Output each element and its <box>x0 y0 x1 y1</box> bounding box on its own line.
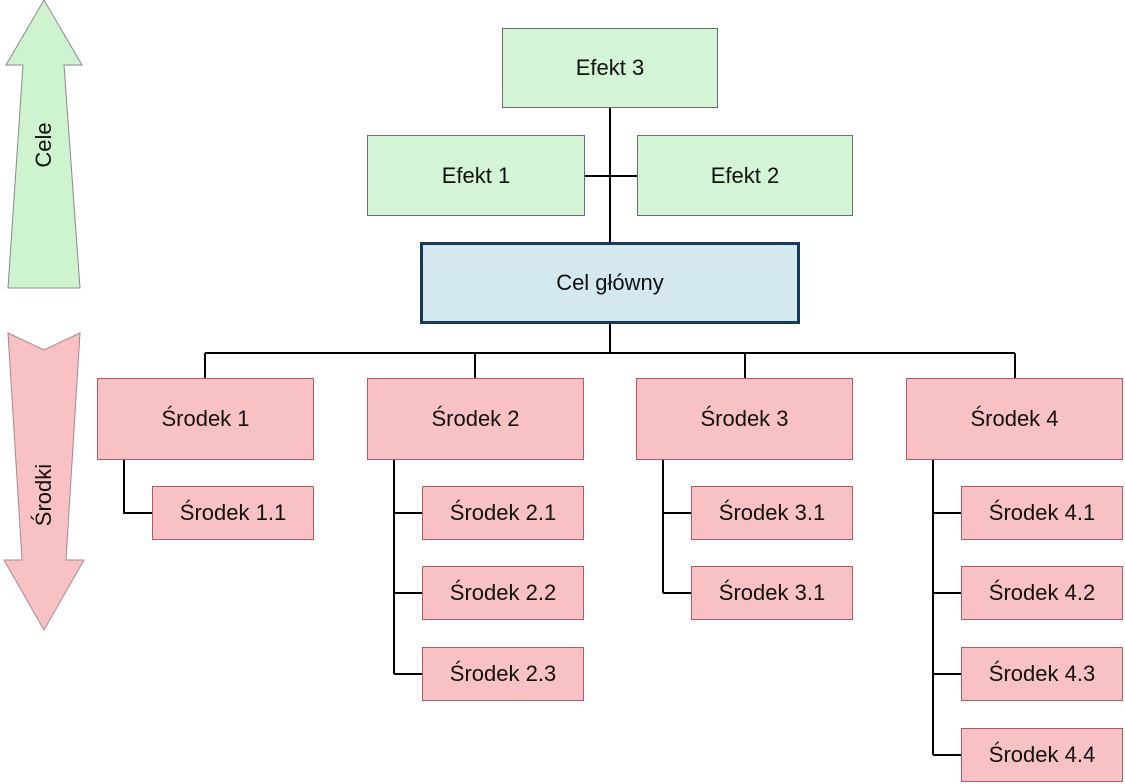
means-4-3-box: Środek 4.3 <box>961 647 1123 701</box>
means-down-arrow <box>3 332 85 632</box>
connector-means-1-children <box>123 460 152 514</box>
effect-2-box: Efekt 2 <box>637 135 853 216</box>
means-arrow-label: Środki <box>31 463 56 527</box>
means-3-2-box: Środek 3.1 <box>691 566 853 620</box>
means-2-2-box: Środek 2.2 <box>422 566 584 620</box>
main-goal-box: Cel główny <box>420 242 800 324</box>
means-1-1-box: Środek 1.1 <box>152 486 314 540</box>
goals-up-arrow <box>5 0 83 289</box>
means-3-1-box: Środek 3.1 <box>691 486 853 540</box>
means-3-box: Środek 3 <box>636 378 853 460</box>
effect-3-box: Efekt 3 <box>502 28 718 108</box>
means-4-box: Środek 4 <box>906 378 1123 460</box>
means-1-box: Środek 1 <box>97 378 314 460</box>
goals-arrow-label: Cele <box>31 122 56 168</box>
means-2-box: Środek 2 <box>367 378 584 460</box>
effect-1-box: Efekt 1 <box>367 135 585 216</box>
means-2-1-box: Środek 2.1 <box>422 486 584 540</box>
means-4-4-box: Środek 4.4 <box>961 728 1123 782</box>
means-4-2-box: Środek 4.2 <box>961 566 1123 620</box>
means-2-3-box: Środek 2.3 <box>422 647 584 701</box>
means-4-1-box: Środek 4.1 <box>961 486 1123 540</box>
